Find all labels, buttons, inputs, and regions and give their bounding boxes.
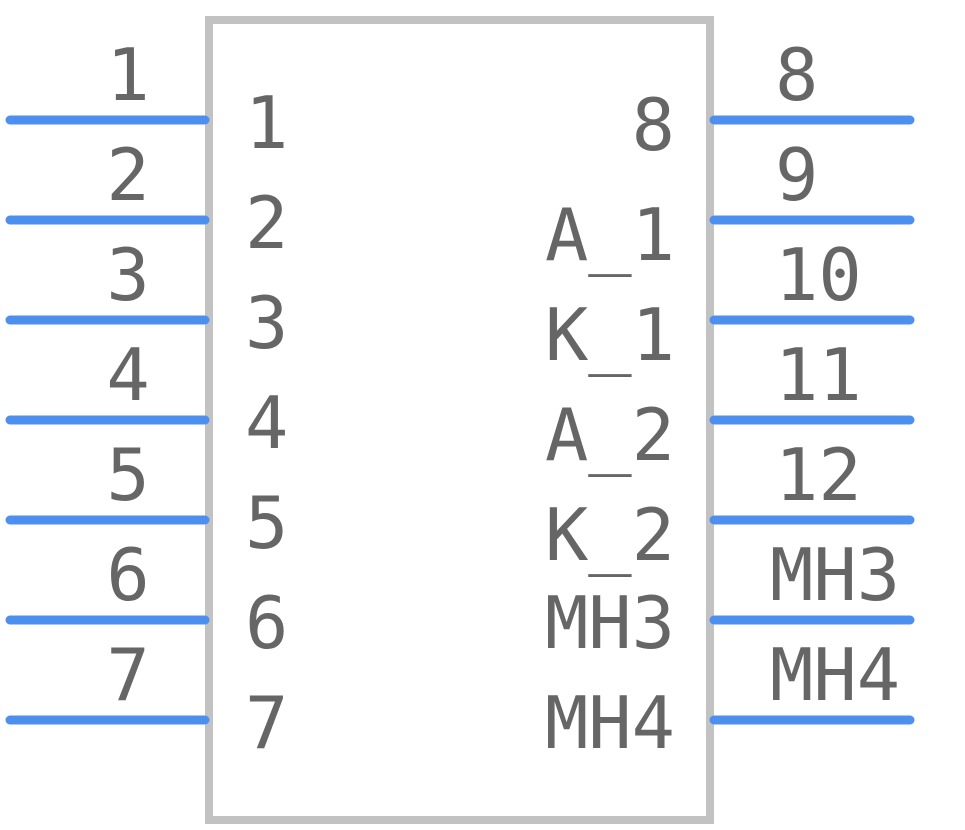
pin-name-left: 7 xyxy=(245,681,288,765)
left-pin-lines xyxy=(5,115,210,725)
left-pin-numbers: 1 2 3 4 5 6 7 xyxy=(106,33,149,717)
pin-number-right: 12 xyxy=(775,433,862,517)
pin-name-left: 2 xyxy=(245,181,288,265)
pin-name-right: A_2 xyxy=(545,393,675,477)
pin-number-left: 1 xyxy=(106,33,149,117)
right-pin-names: 8 A_1 K_1 A_2 K_2 MH3 MH4 xyxy=(545,83,675,765)
pin-number-right: MH3 xyxy=(770,533,900,617)
pin-name-left: 4 xyxy=(245,381,288,465)
pin-number-left: 3 xyxy=(106,233,149,317)
pin-name-right: 8 xyxy=(632,83,675,167)
pin-name-right: K_1 xyxy=(545,293,675,377)
pin-number-left: 2 xyxy=(106,133,149,217)
right-pin-numbers: 8 9 10 11 12 MH3 MH4 xyxy=(770,33,900,717)
pin-name-left: 6 xyxy=(245,581,288,665)
pin-number-left: 6 xyxy=(106,533,149,617)
pin-name-right: A_1 xyxy=(545,193,675,277)
left-pin-names: 1 2 3 4 5 6 7 xyxy=(245,81,288,765)
pin-number-left: 4 xyxy=(106,333,149,417)
pin-number-right: 8 xyxy=(775,33,818,117)
pin-name-right: MH3 xyxy=(545,581,675,665)
pin-number-right: MH4 xyxy=(770,633,900,717)
pin-number-left: 7 xyxy=(106,633,149,717)
pin-name-left: 1 xyxy=(245,81,288,165)
right-pin-lines xyxy=(709,115,915,725)
pin-name-right: MH4 xyxy=(545,681,675,765)
pin-number-right: 9 xyxy=(775,133,818,217)
pin-name-right: K_2 xyxy=(545,493,675,577)
pin-name-left: 3 xyxy=(245,281,288,365)
pin-number-right: 11 xyxy=(775,333,862,417)
pin-number-left: 5 xyxy=(106,433,149,517)
pin-name-left: 5 xyxy=(245,481,288,565)
pin-number-right: 10 xyxy=(775,233,862,317)
